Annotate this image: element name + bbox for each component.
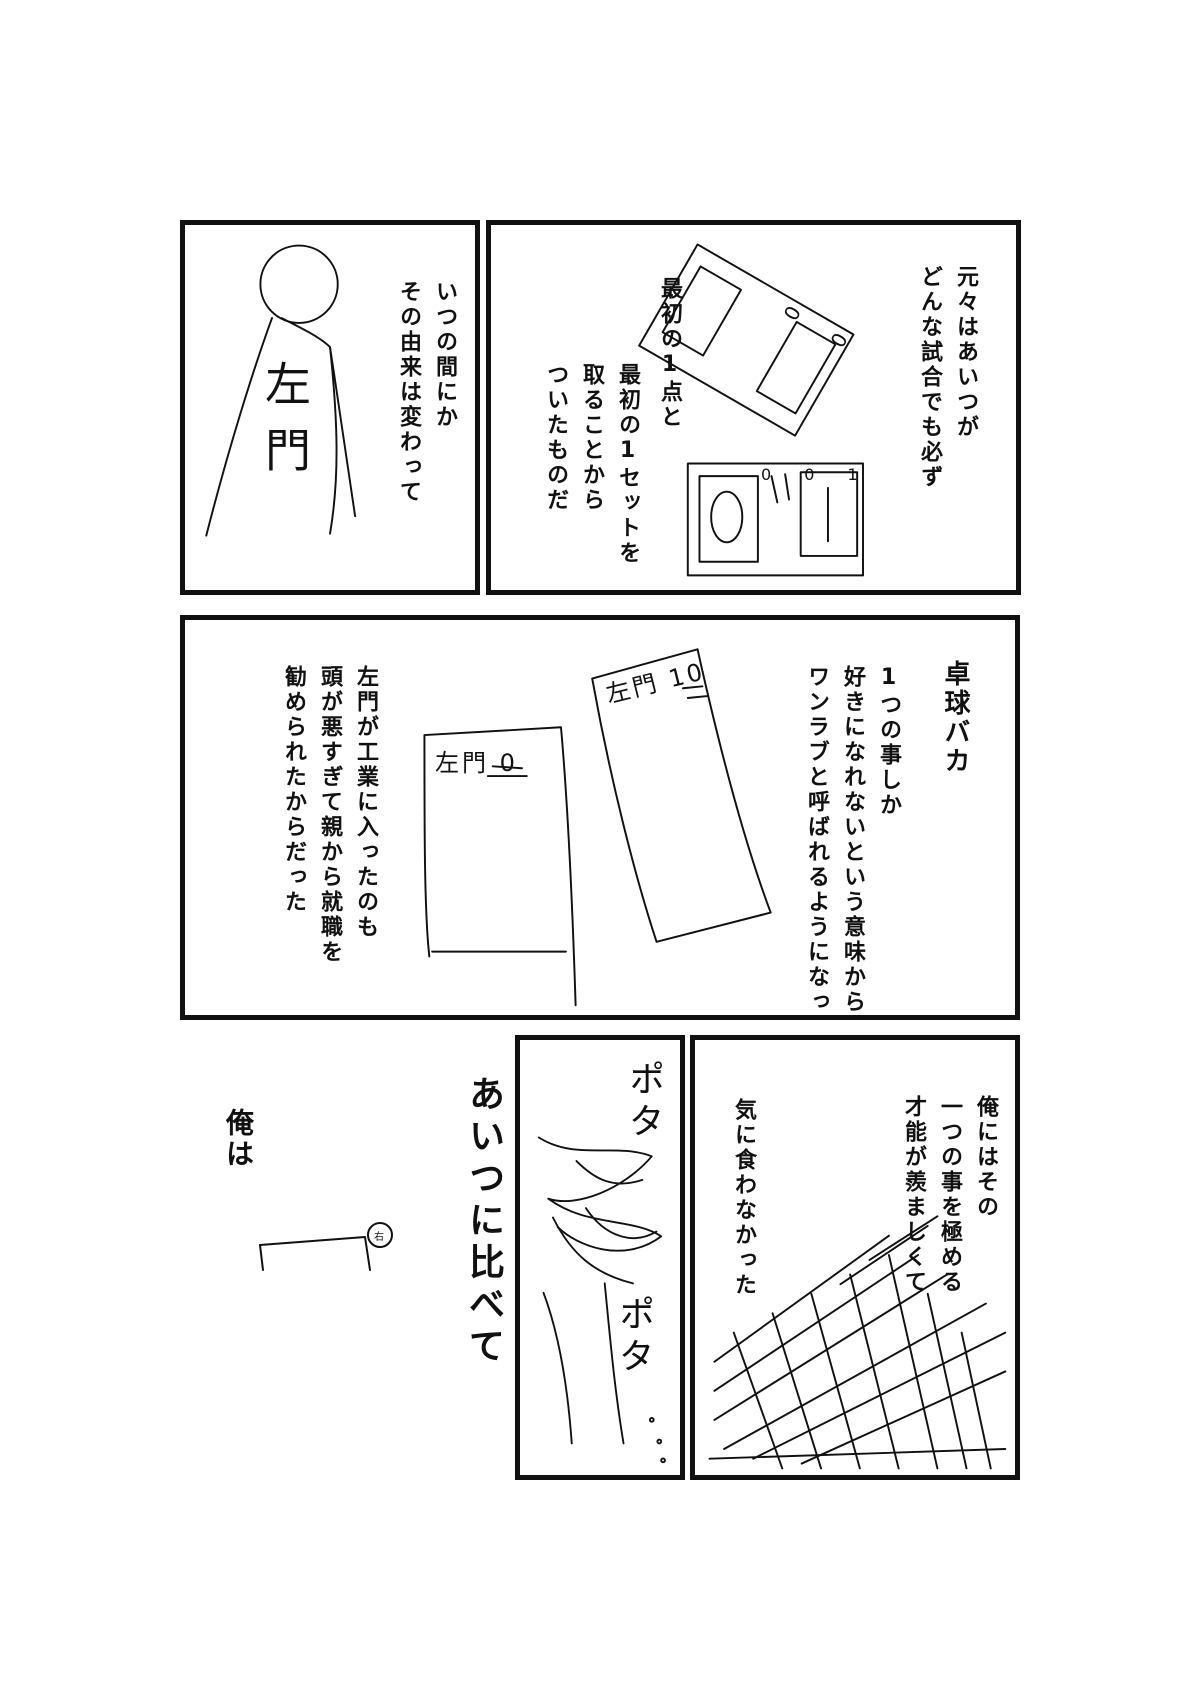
panel-scoreboard: 0 0 0 0 1 元々はあいつが どんな試合でも必ず 最初の1点と 最初の1セ…: [486, 220, 1021, 595]
hatch-sketch: [708, 1215, 1007, 1470]
face-scribble: [537, 1136, 663, 1252]
figure-sign-text: 左門: [258, 360, 312, 492]
scoreboard-bottom-digits: 0 0 1: [761, 465, 872, 484]
panel-sakon-figure: 左門 いつの間にか その由来は変わって: [180, 220, 480, 595]
panel-envy: 俺にはその 一つの事を極める 才能が羨ましくて 気に食わなかった: [690, 1035, 1020, 1480]
scoreboard-top: [638, 243, 855, 437]
panel4-narration: 俺にはその 一つの事を極める 才能が羨ましくて: [901, 1095, 998, 1295]
small-head: [367, 1222, 393, 1248]
scoreboard-sketch: [638, 243, 864, 577]
hatch-lines: [708, 1215, 1007, 1470]
sfx-drip-bottom: ポタ: [613, 1295, 654, 1379]
panel2-narration-left: 最初の1セットを 取ることから ついたものだ: [543, 363, 640, 566]
paper-left-label: 左門 0: [435, 749, 518, 777]
scoreboard-bottom: [686, 462, 864, 577]
small-head-mark: 右: [374, 1232, 384, 1243]
panel-drip: ポタ ポタ: [515, 1035, 685, 1480]
papers-sketch: [423, 648, 772, 1007]
panel2-narration-mid: 最初の1点と: [657, 277, 682, 430]
panel3-narration-right: 1つの事しか 好きになれないという意味から ワンラブと呼ばれるようになった: [804, 665, 901, 1020]
narration-compare: あいつに比べて: [463, 1075, 504, 1369]
drip-sketch: [537, 1136, 666, 1464]
sfx-drip-top: ポタ: [623, 1060, 664, 1144]
sakon-figure-sketch: [205, 244, 357, 537]
figure-head: [259, 244, 339, 324]
figure-back: [329, 346, 338, 535]
paper-left: [423, 726, 577, 1007]
figure-shoulder: [280, 317, 357, 518]
panel1-narration: いつの間にか その由来は変わって: [396, 280, 457, 505]
panel-table-tennis-idiot: 左門 10 左門 0 卓球バカ 1つの事しか 好きになれないという意味から ワン…: [180, 615, 1020, 1020]
panel4-narration-2: 気に食わなかった: [731, 1098, 756, 1298]
paper-right: [591, 648, 772, 943]
figure-body: [205, 317, 273, 537]
panel3-narration-left: 左門が工業に入ったのも 頭が悪すぎて親から就職を 勧められたからだった: [281, 665, 378, 965]
crawling-figure-sketch: [259, 1222, 393, 1271]
narration-ore: 俺は: [222, 1108, 255, 1170]
panel3-title: 卓球バカ: [940, 660, 970, 776]
panel2-narration-right: 元々はあいつが どんな試合でも必ず: [917, 265, 978, 490]
